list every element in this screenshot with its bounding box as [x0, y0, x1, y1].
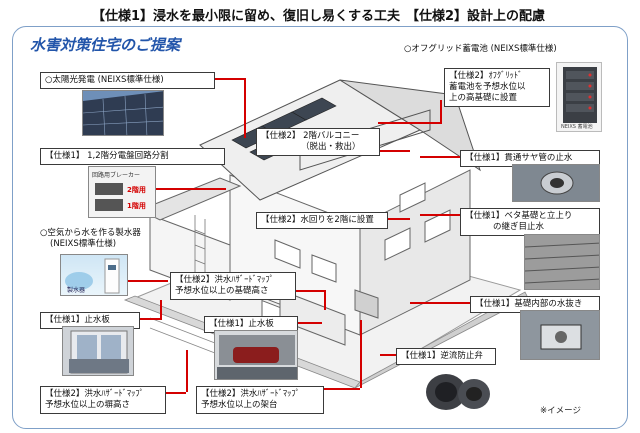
callout-flood-board-center-text: 【仕様1】止水板 [209, 319, 274, 329]
callout-sleeve-text: 【仕様1】貫通サヤ管の止水 [465, 153, 573, 163]
drain-valve-icon [521, 311, 599, 359]
breaker-switch-1f [95, 199, 123, 211]
battery-label: NEIXS 蓄電池 [561, 124, 593, 130]
solar-photo-icon [83, 91, 163, 135]
callout-balcony-line1: 【仕様2】 2階バルコニー [261, 131, 360, 141]
callout-fence-height: 【仕様2】洪水ﾊｻﾞｰﾄﾞﾏｯﾌﾟ 予想水位以上の塀高さ [40, 386, 166, 414]
callout-platform-line2: 予想水位以上の架台 [201, 400, 278, 410]
callout-backflow-text: 【仕様1】逆流防止弁 [401, 351, 483, 361]
battery-cabinet-icon [563, 67, 597, 123]
headline-spec1: 【仕様1】浸水を最小限に留め、復旧し易くする工夫 [92, 9, 401, 24]
leader-battery [378, 122, 442, 124]
garage-car-icon [215, 331, 297, 379]
callout-water-2f-text: 【仕様2】水回りを2階に設置 [261, 215, 374, 225]
window-2f-b [274, 239, 301, 269]
window-2f-c [311, 254, 337, 283]
headline-spec2: 【仕様2】設計上の配慮 [406, 9, 546, 24]
backflow-valve-image [426, 374, 490, 410]
callout-high-foundation-line2: 予想水位以上の基礎高さ [175, 286, 269, 296]
callout-fence-line2: 予想水位以上の塀高さ [45, 400, 131, 410]
leader-solar [215, 78, 245, 80]
callout-flood-board-left-text: 【仕様1】止水板 [45, 315, 110, 325]
callout-offgrid-battery: ○オフグリッド蓄電池 (NEIXS標準仕様) [404, 44, 557, 55]
leader-high-foundation [296, 290, 324, 292]
callout-mat-foundation: 【仕様1】ベタ基礎と立上り の継ぎ目止水 [460, 208, 600, 236]
garage-shutter [279, 289, 346, 346]
leader-mat-foundation [420, 214, 460, 216]
leader-platform-v [360, 320, 362, 388]
callout-battery-placement-line3: 上の高基礎に設置 [449, 93, 518, 103]
leader-flood-board-center [298, 322, 322, 324]
callout-platform: 【仕様2】洪水ﾊｻﾞｰﾄﾞﾏｯﾌﾟ 予想水位以上の架台 [196, 386, 324, 414]
breaker-title: 回路用ブレーカー [92, 172, 141, 179]
callout-water-maker-line2: (NEIXS標準仕様) [50, 239, 117, 249]
callout-battery-placement: 【仕様2】ｵﾌｸﾞﾘｯﾄﾞ 蓄電池を予想水位以 上の高基礎に設置 [444, 68, 550, 107]
leader-platform [324, 388, 360, 390]
breaker-1f-label: 1階用 [127, 202, 146, 210]
leader-sleeve [420, 156, 460, 158]
callout-water-2f: 【仕様2】水回りを2階に設置 [256, 212, 388, 229]
pipe-sleeve-icon [513, 165, 599, 201]
callout-high-foundation: 【仕様2】洪水ﾊｻﾞｰﾄﾞﾏｯﾌﾟ 予想水位以上の基礎高さ [170, 272, 296, 300]
foundation-seam-photo [524, 234, 600, 290]
leader-water-2f [388, 218, 410, 220]
leader-flood-board-left [140, 318, 162, 320]
leader-high-foundation-v [324, 290, 326, 310]
battery-platform [354, 289, 379, 319]
leader-fence [166, 392, 186, 394]
callout-backflow: 【仕様1】逆流防止弁 [396, 348, 496, 365]
callout-balcony: 【仕様2】 2階バルコニー （脱出・救出） [256, 128, 380, 156]
callout-fence-line1: 【仕様2】洪水ﾊｻﾞｰﾄﾞﾏｯﾌﾟ [45, 389, 144, 399]
callout-solar: ○太陽光発電 (NEIXS標準仕様) [40, 72, 215, 89]
water-drop-icon [65, 258, 120, 294]
callout-battery-placement-line2: 蓄電池を予想水位以 [449, 82, 526, 92]
drain-photo [520, 310, 600, 360]
breaker-panel-image: 回路用ブレーカー 2階用 1階用 [88, 166, 156, 218]
leader-battery-v [440, 100, 442, 122]
garage-flood-board-photo [214, 330, 298, 380]
side-window-3 [399, 182, 426, 213]
callout-mat-foundation-line2: の継ぎ目止水 [493, 222, 545, 232]
callout-mat-foundation-line1: 【仕様1】ベタ基礎と立上り [465, 211, 573, 221]
proposal-title: 水害対策住宅のご提案 [30, 36, 181, 54]
callout-drain-text: 【仕様1】基礎内部の水抜き [475, 299, 583, 309]
leader-balcony [380, 150, 410, 152]
leader-fence-v [186, 350, 188, 392]
flood-board-left-photo [62, 326, 134, 376]
solar-panel-3 [291, 97, 337, 121]
callout-solar-text: ○太陽光発電 (NEIXS標準仕様) [45, 75, 164, 85]
leader-drain [410, 302, 470, 304]
headline: 【仕様1】浸水を最小限に留め、復旧し易くする工夫 【仕様2】設計上の配慮 [0, 2, 640, 24]
sleeve-pipe-photo [512, 164, 600, 202]
callout-platform-line1: 【仕様2】洪水ﾊｻﾞｰﾄﾞﾏｯﾌﾟ [201, 389, 300, 399]
callout-high-foundation-line1: 【仕様2】洪水ﾊｻﾞｰﾄﾞﾏｯﾌﾟ [175, 275, 274, 285]
callout-water-maker-line1: ○空気から水を作る製水器 [40, 228, 141, 238]
callout-flood-board-center: 【仕様1】止水板 [204, 316, 298, 333]
callout-circuit-split: 【仕様1】 1,2階分電盤回路分割 [40, 148, 225, 165]
image-note: ※イメージ [540, 406, 581, 416]
leader-breaker [156, 188, 226, 190]
breaker-2f-label: 2階用 [127, 186, 146, 194]
leader-solar-v [244, 78, 246, 138]
callout-offgrid-battery-text: ○オフグリッド蓄電池 (NEIXS標準仕様) [404, 44, 557, 54]
solar-panel-photo [82, 90, 164, 136]
battery-photo: NEIXS 蓄電池 [556, 62, 602, 132]
leader-water-maker [128, 280, 168, 282]
foundation-rebar-icon [525, 235, 599, 289]
water-maker-image: 製水器 [60, 254, 128, 296]
door-flood-board-icon [69, 330, 129, 374]
callout-battery-placement-line1: 【仕様2】ｵﾌｸﾞﾘｯﾄﾞ [449, 71, 523, 81]
callout-water-maker: ○空気から水を作る製水器 (NEIXS標準仕様) [40, 228, 141, 250]
callout-balcony-line2: （脱出・救出） [301, 142, 361, 152]
breaker-switch-2f [95, 183, 123, 195]
leader-backflow [380, 354, 396, 356]
callout-circuit-split-text: 【仕様1】 1,2階分電盤回路分割 [45, 151, 169, 161]
water-maker-label: 製水器 [67, 287, 86, 294]
leader-flood-board-left-v [160, 300, 162, 318]
side-window-1 [384, 227, 411, 261]
